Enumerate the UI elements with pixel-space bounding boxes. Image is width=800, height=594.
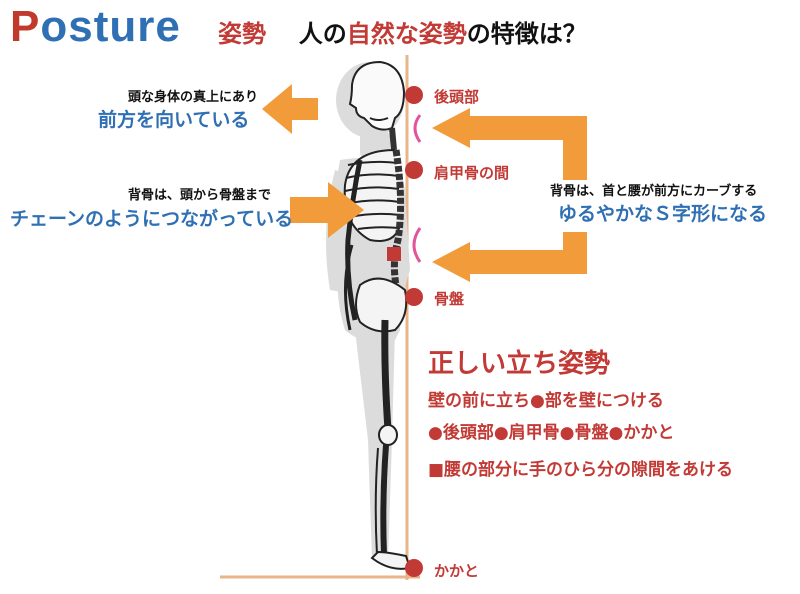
arrow-curve-lower-shaft — [470, 232, 587, 274]
standing-heading: 正しい立ち姿勢 — [428, 349, 611, 379]
standing-line3: ■腰の部分に手のひら分の隙間をあける — [428, 460, 734, 480]
arrow-head-forward — [262, 84, 318, 134]
title-jp-main: 姿勢 — [218, 20, 266, 48]
arrow-curve-lower-head — [432, 242, 470, 282]
lumbar-gap-square — [387, 247, 401, 261]
contact-dot-scapula — [405, 161, 423, 179]
lumbar-curve-mark — [412, 227, 422, 263]
label-occiput: 後頭部 — [434, 88, 480, 106]
standing-line1: 壁の前に立ち●部を壁につける — [428, 391, 664, 411]
contact-dot-heel — [405, 559, 423, 577]
arrow-curve-upper-shaft — [470, 116, 587, 200]
head-note-line2: 前方を向いている — [98, 109, 250, 131]
title-question-a: 人の — [298, 20, 347, 48]
skeleton — [343, 60, 412, 570]
head-note-line1: 頭な身体の真上にあり — [128, 90, 259, 105]
standing-line2: ●後頭部●肩甲骨●骨盤●かかと — [428, 423, 675, 443]
label-pelvis: 骨盤 — [434, 290, 465, 308]
label-scapula: 肩甲骨の間 — [434, 164, 510, 182]
spine-note-line1: 背骨は、頭から骨盤まで — [128, 188, 272, 203]
contact-dot-pelvis — [405, 288, 423, 306]
arrow-curve-upper-head — [432, 108, 470, 148]
contact-dot-occiput — [405, 86, 423, 104]
title-question-b: 自然な姿勢 — [346, 20, 467, 48]
title-japanese: 姿勢 人の自然な姿勢の特徴は？ — [218, 14, 587, 49]
title-letter-p: P — [10, 2, 41, 51]
neck-curve-mark — [413, 114, 422, 143]
title-english: Posture — [10, 2, 181, 52]
arrow-spine-chain — [290, 182, 364, 238]
label-heel: かかと — [434, 562, 480, 580]
title-question-c: の特徴は？ — [466, 20, 587, 48]
title-rest: osture — [40, 2, 181, 51]
curve-note-line1: 背骨は、首と腰が前方にカーブする — [548, 180, 760, 199]
spine-note-line2: チェーンのようにつながっている — [10, 208, 294, 230]
curve-note-line2: ゆるやかなＳ字形になる — [556, 199, 770, 226]
